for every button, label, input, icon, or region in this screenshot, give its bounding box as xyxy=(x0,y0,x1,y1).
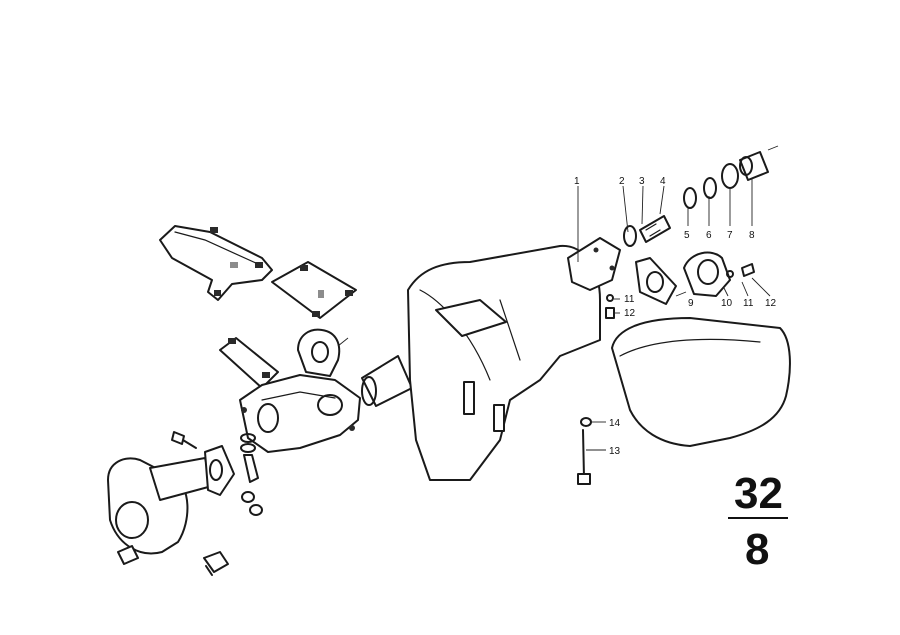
bearing-plate xyxy=(635,257,677,305)
lower-plate xyxy=(219,337,279,389)
callout-6: 6 xyxy=(706,230,712,241)
upper-bracket-plate xyxy=(159,225,273,301)
clamp-bracket xyxy=(297,328,349,377)
small-bracket-clip xyxy=(117,545,139,565)
section-number-block: 32 8 xyxy=(728,469,788,574)
switch-bracket xyxy=(567,237,621,291)
callout-1: 1 xyxy=(574,176,580,187)
callout-3: 3 xyxy=(639,176,645,187)
callout-11-center: 11 xyxy=(624,294,635,305)
long-bolt xyxy=(577,417,592,485)
callout-7: 7 xyxy=(727,230,733,241)
callout-8: 8 xyxy=(749,230,755,241)
bolt-left xyxy=(171,431,197,449)
column-cover-upper xyxy=(611,317,791,447)
callout-5: 5 xyxy=(684,230,690,241)
section-subgroup-number: 8 xyxy=(745,525,769,574)
steering-joint-housing xyxy=(239,374,361,453)
intermediate-shaft-tube xyxy=(361,355,413,407)
callout-12-right: 12 xyxy=(765,298,777,309)
mounting-plate xyxy=(271,261,357,319)
callout-2: 2 xyxy=(619,176,625,187)
callout-labels: 1 2 3 4 5 6 7 8 9 10 11 12 11 12 13 14 xyxy=(574,176,777,457)
callout-11-right: 11 xyxy=(743,298,754,309)
callout-4: 4 xyxy=(660,176,666,187)
washer-stack xyxy=(240,433,263,516)
small-screws xyxy=(605,263,755,319)
column-cover-lower xyxy=(407,244,601,481)
section-group-number: 32 xyxy=(734,469,783,518)
screw-bottom xyxy=(203,551,229,576)
callout-13: 13 xyxy=(609,446,621,457)
callout-10: 10 xyxy=(721,298,733,309)
leader-lines xyxy=(577,145,779,451)
bearing-parts-row xyxy=(623,151,769,247)
callout-14: 14 xyxy=(609,418,621,429)
callout-12-center: 12 xyxy=(624,308,636,319)
callout-9: 9 xyxy=(688,298,694,309)
retaining-plate xyxy=(683,251,731,297)
column-flange-tube xyxy=(107,445,235,555)
